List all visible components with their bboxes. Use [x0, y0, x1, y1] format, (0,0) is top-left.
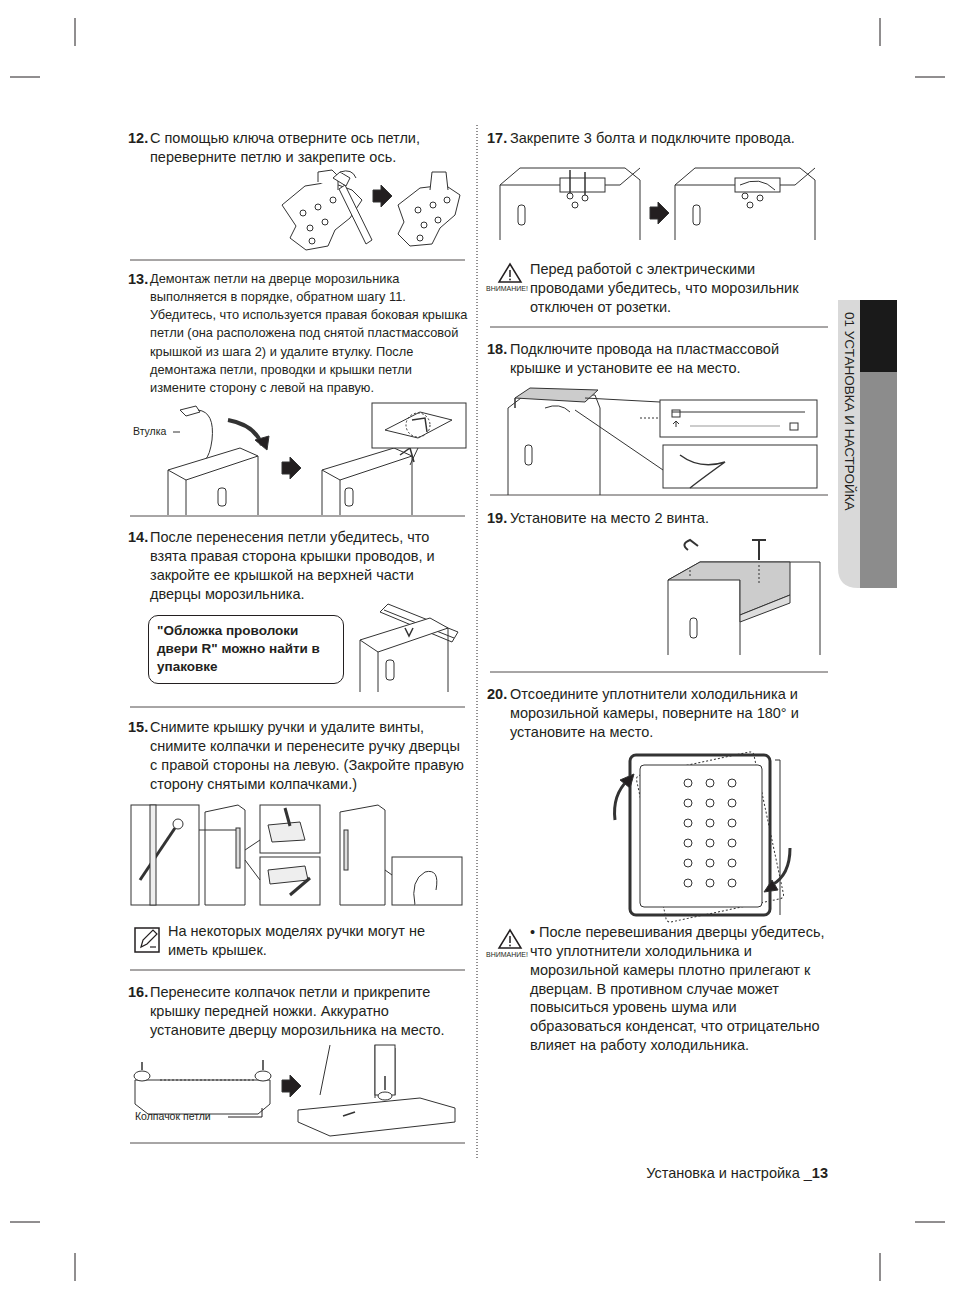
wire-cover-illustration — [360, 604, 458, 692]
wire-cover-top-illustration — [508, 388, 817, 495]
step-text: Подключите провода на пластмассовой крыш… — [510, 340, 810, 378]
step-number: 18. — [487, 340, 507, 359]
caution-icon — [499, 930, 521, 948]
step-text: Закрепите 3 болта и подключите провода. — [510, 129, 828, 148]
leader-line — [228, 1117, 262, 1118]
step-text: Перенесите колпачок петли и прикрепите к… — [150, 983, 468, 1040]
step-text: После перенесения петли убедитесь, что в… — [150, 528, 450, 603]
step-number: 17. — [487, 129, 507, 148]
part-label: Втулка — [133, 425, 166, 439]
bolt-illustration — [500, 168, 815, 240]
step-number: 16. — [128, 983, 148, 1002]
page-number: 13 — [812, 1165, 828, 1181]
crop-marks — [10, 18, 945, 1281]
door-hinge-illustration — [168, 403, 466, 515]
section-tab-title: 01 УСТАНОВКА И НАСТРОЙКА — [840, 312, 858, 511]
step-text: Установите на место 2 винта. — [510, 509, 828, 528]
leader-line — [262, 1108, 263, 1117]
step-number: 12. — [128, 129, 148, 148]
caution-text: • После перевешивания дверцы убедитесь, … — [530, 923, 828, 1055]
step-text: Отсоедините уплотнители холодильника и м… — [510, 685, 828, 742]
step-number: 19. — [487, 509, 507, 528]
step-text: Снимите крышку ручки и удалите винты, сн… — [150, 718, 468, 793]
step-number: 14. — [128, 528, 148, 547]
step-text: Демонтаж петли на дверце морозильника вы… — [150, 270, 470, 397]
screw-illustration — [668, 540, 820, 655]
caution-label: ВНИМАНИЕ! — [486, 284, 528, 293]
caution-icon — [499, 264, 521, 282]
caution-label: ВНИМАНИЕ! — [486, 950, 528, 959]
step-number: 15. — [128, 718, 148, 737]
callout-box: "Обложка проволоки двери R" можно найти … — [148, 615, 344, 684]
step-text: С помощью ключа отверните ось петли, пер… — [150, 129, 468, 167]
note-text: На некоторых моделях ручки могут не имет… — [168, 922, 448, 960]
section-tab — [838, 300, 897, 588]
column-rules — [130, 125, 828, 1160]
note-icon — [135, 928, 159, 952]
part-label: Колпачок петли — [135, 1110, 211, 1124]
callout-text: "Обложка проволоки двери R" можно найти … — [157, 622, 335, 677]
page-footer: Установка и настройка _13 — [646, 1164, 828, 1183]
step-number: 13. — [128, 270, 148, 289]
leg-cover-illustration — [134, 1045, 455, 1136]
step-number: 20. — [487, 685, 507, 704]
caution-text: Перед работой с электрическими проводами… — [530, 260, 822, 317]
gasket-illustration — [615, 751, 790, 923]
page-footer-text: Установка и настройка _ — [646, 1165, 812, 1181]
handle-illustration — [131, 805, 462, 905]
hinge-illustration — [282, 170, 460, 250]
